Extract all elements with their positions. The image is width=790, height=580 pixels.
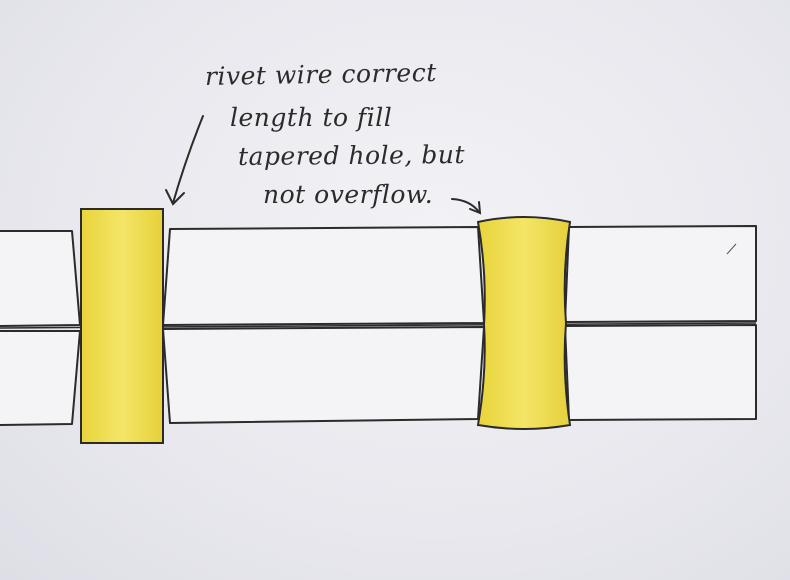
arrow-to-set-rivet	[451, 198, 482, 215]
bottom-plate-left-segment	[0, 330, 81, 426]
bottom-plate	[0, 324, 757, 426]
top-plate-left-segment	[0, 230, 81, 327]
arrow-to-straight-rivet	[165, 115, 204, 206]
annotation-line-1: rivet wire correct	[204, 57, 437, 92]
straight-rivet	[80, 208, 164, 444]
pencil-mark	[726, 243, 737, 255]
annotation-line-3: tapered hole, but	[237, 140, 466, 171]
bottom-plate-right-segment	[564, 324, 757, 421]
top-plate	[0, 225, 757, 327]
top-plate-right-segment	[564, 225, 757, 323]
top-plate-middle-segment	[162, 226, 485, 326]
annotation-line-4: not overflow.	[263, 180, 434, 209]
set-rivet	[476, 216, 572, 430]
annotation-line-2: length to fill	[230, 103, 393, 132]
bottom-plate-middle-segment	[162, 326, 485, 424]
